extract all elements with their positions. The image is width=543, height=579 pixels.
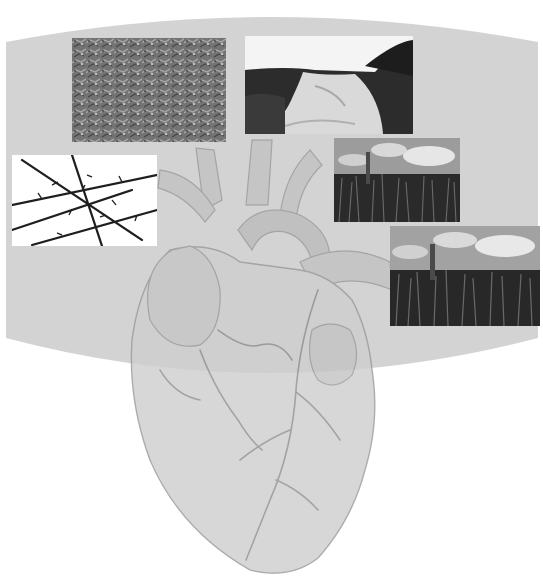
thorns-photo [12,155,157,246]
rocky-ground-photo [72,38,226,142]
dirt-path-photo [245,36,413,134]
wheat-field-photo-1 [334,138,460,222]
wheat-field-photo-2 [390,226,540,326]
